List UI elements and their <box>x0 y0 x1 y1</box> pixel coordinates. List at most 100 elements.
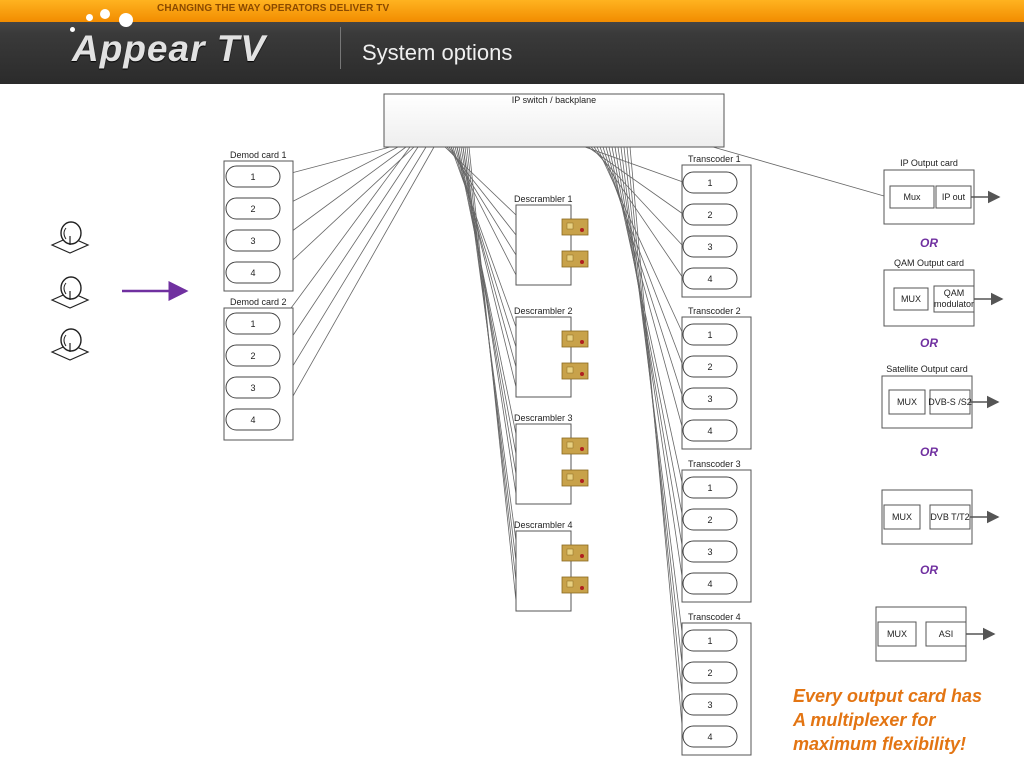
note-line: A multiplexer for <box>793 710 936 730</box>
demod-port: 1 <box>225 312 281 335</box>
transcoder-title: Transcoder 1 <box>688 154 741 164</box>
transcoder-port: 2 <box>682 203 738 226</box>
output-card-title: Satellite Output card <box>886 364 968 374</box>
connection-line <box>279 146 399 209</box>
port-label: 4 <box>707 579 712 589</box>
output-module-label: ASI <box>939 629 954 639</box>
mux-box <box>877 621 917 647</box>
mux-box <box>888 389 926 415</box>
connection-line <box>454 146 517 368</box>
smart-card-icon <box>561 576 589 594</box>
tagline: CHANGING THE WAY OPERATORS DELIVER TV <box>157 3 390 14</box>
descrambler-title: Descrambler 1 <box>514 194 573 204</box>
connection-line <box>279 146 407 241</box>
smart-card-icon <box>561 218 589 236</box>
connection-lines <box>279 146 885 737</box>
satellite-dish-icon <box>50 276 90 309</box>
transcoder-port: 2 <box>682 355 738 378</box>
connection-line <box>608 146 684 488</box>
transcoder-title: Transcoder 3 <box>688 459 741 469</box>
connection-line <box>458 146 517 455</box>
port-label: 1 <box>250 319 255 329</box>
connection-line <box>279 146 427 388</box>
connection-line <box>605 146 684 431</box>
port-label: 2 <box>707 210 712 220</box>
connection-line <box>456 146 517 435</box>
connection-line <box>584 146 684 183</box>
satellite-dish-icon <box>50 221 90 254</box>
demod-port: 4 <box>225 261 281 284</box>
smart-card-icon <box>561 250 589 268</box>
transcoder-port: 3 <box>682 235 738 258</box>
output-card-title: QAM Output card <box>894 258 964 268</box>
connection-line <box>611 146 684 520</box>
transcoder-port: 2 <box>682 661 738 684</box>
port-label: 3 <box>707 547 712 557</box>
output-module-label: DVB T/T2 <box>930 512 969 522</box>
smart-card-icon <box>561 469 589 487</box>
mux-label: MUX <box>887 629 907 639</box>
port-label: 4 <box>707 426 712 436</box>
port-label: 2 <box>707 515 712 525</box>
connection-line <box>593 146 684 279</box>
note-line: maximum flexibility! <box>793 734 967 754</box>
note-line: Every output card has <box>793 686 983 706</box>
tagline-bar: CHANGING THE WAY OPERATORS DELIVER TV <box>0 0 1024 22</box>
transcoder-port: 3 <box>682 693 738 716</box>
port-label: 2 <box>250 351 255 361</box>
smart-card-icon <box>561 437 589 455</box>
header-bar: CHANGING THE WAY OPERATORS DELIVER TV Ap… <box>0 0 1024 84</box>
transcoder-port: 1 <box>682 629 738 652</box>
transcoder-port: 4 <box>682 267 738 290</box>
descrambler-card <box>515 204 572 286</box>
port-label: 1 <box>707 178 712 188</box>
port-label: 4 <box>250 415 255 425</box>
appear-tv-logo: Appear TV <box>72 28 267 69</box>
mux-label: MUX <box>892 512 912 522</box>
connection-line <box>452 146 517 348</box>
output-module-label: IP out <box>942 192 966 202</box>
port-label: 3 <box>707 242 712 252</box>
output-module-box <box>933 285 975 313</box>
connection-line <box>617 146 684 584</box>
demod-port: 1 <box>225 165 281 188</box>
port-label: 3 <box>250 383 255 393</box>
satellite-dish-icon <box>50 328 90 361</box>
connection-line <box>596 146 684 335</box>
transcoder-port: 3 <box>682 540 738 563</box>
descrambler-card <box>515 423 572 505</box>
descrambler-title: Descrambler 3 <box>514 413 573 423</box>
mux-label: MUX <box>901 294 921 304</box>
transcoder-port: 4 <box>682 572 738 595</box>
smart-card-icon <box>561 330 589 348</box>
port-label: 2 <box>707 362 712 372</box>
mux-box <box>889 185 935 209</box>
connection-line <box>279 146 391 177</box>
port-label: 3 <box>707 394 712 404</box>
or-label: OR <box>920 445 938 459</box>
ip-switch-label: IP switch / backplane <box>512 95 596 105</box>
port-label: 3 <box>250 236 255 246</box>
connection-line <box>279 146 415 273</box>
switch-to-output-line <box>712 146 885 197</box>
transcoder-port: 1 <box>682 171 738 194</box>
port-label: 1 <box>707 330 712 340</box>
smart-card-icon <box>561 362 589 380</box>
mux-label: Mux <box>903 192 921 202</box>
port-label: 1 <box>707 636 712 646</box>
or-label: OR <box>920 563 938 577</box>
output-module-label: QAM <box>944 288 965 298</box>
mux-box <box>893 287 929 311</box>
port-label: 1 <box>250 172 255 182</box>
mux-label: MUX <box>897 397 917 407</box>
or-label: OR <box>920 236 938 250</box>
connection-line <box>450 146 517 328</box>
port-label: 3 <box>707 700 712 710</box>
transcoder-title: Transcoder 2 <box>688 306 741 316</box>
output-card-title: IP Output card <box>900 158 958 168</box>
connection-line <box>468 146 517 602</box>
transcoder-port: 4 <box>682 419 738 442</box>
connection-line <box>599 146 684 367</box>
demod-port: 2 <box>225 197 281 220</box>
